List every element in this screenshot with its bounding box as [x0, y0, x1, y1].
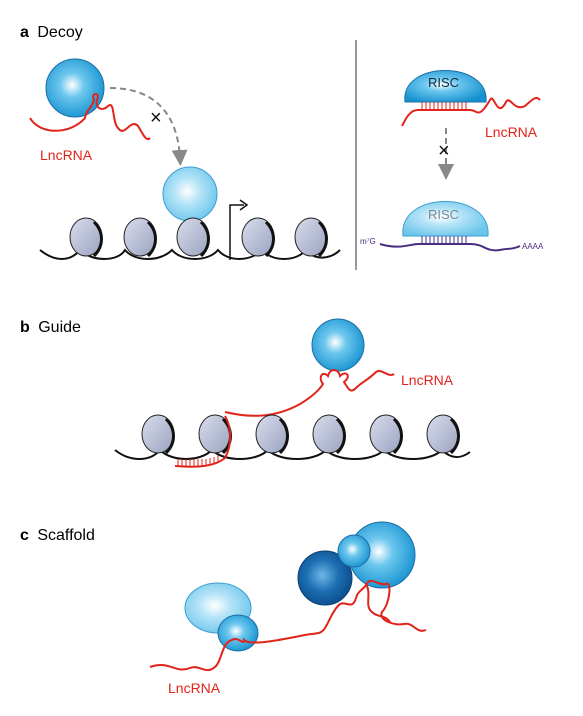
nucleosome-wrap: [164, 417, 175, 455]
scaffold-protein-right-dark: [297, 550, 353, 606]
scaffold-lncrna-label: LncRNA: [168, 680, 221, 696]
panel-a: a Decoy LncRNA ×: [20, 24, 544, 270]
panel-a-heading: a Decoy: [20, 24, 83, 41]
guide-lncrna-dna-pairing: [174, 415, 232, 468]
nucleosome-wrap: [317, 220, 328, 258]
nucleosome-wrap: [392, 417, 403, 455]
free-protein: [162, 166, 218, 222]
risc-lncrna-strand: [401, 96, 541, 127]
risc-bound-to-mrna: [402, 201, 489, 237]
panel-b-letter: b: [20, 319, 30, 336]
panel-b-title: Guide: [38, 319, 81, 336]
blocked-binding-arrow: [109, 87, 188, 166]
tss-arrowhead-icon: [239, 199, 249, 211]
dna-strand-b: [114, 448, 471, 460]
panel-c-heading: c Scaffold: [20, 527, 95, 544]
nucleosome-wrap: [92, 220, 103, 258]
nucleosome-wrap: [449, 417, 460, 455]
nucleosome-row-b: [141, 414, 460, 455]
scaffold-lncrna-branch: [365, 583, 391, 623]
mrna-strand: [379, 243, 521, 252]
guide-base-pairs: [177, 455, 219, 466]
risc-top-base-pairs: [421, 102, 467, 109]
panel-c-letter: c: [20, 527, 29, 544]
guide-lncrna-label: LncRNA: [401, 372, 454, 388]
mrna-polya-label: AAAA: [522, 242, 544, 251]
scaffold-lncrna-strand: [149, 579, 427, 671]
guided-protein: [311, 318, 365, 372]
risc-label-bottom: RISC: [428, 207, 459, 222]
decoy-lncrna-label: LncRNA: [40, 147, 93, 163]
nucleosome-wrap: [335, 417, 346, 455]
panel-b: b Guide LncRNA: [20, 318, 471, 468]
panel-a-letter: a: [20, 24, 29, 41]
nucleosome-row-a: [69, 217, 328, 258]
panel-c: c Scaffold LncRNA: [20, 521, 427, 696]
panel-a-title: Decoy: [37, 24, 82, 41]
nucleosome-wrap: [199, 220, 210, 258]
transcription-start-site-arrow: [229, 204, 244, 260]
protein-bound-to-lncrna: [45, 58, 105, 118]
guide-lncrna-strand: [224, 369, 395, 417]
scaffold-protein-right-small: [337, 534, 371, 568]
decoy-lncrna-strand: [29, 93, 151, 140]
mrna-cap-label: m⁷G: [360, 237, 376, 246]
risc-bound-to-lncrna: [404, 70, 487, 103]
nucleosome-wrap: [278, 417, 289, 455]
panel-c-title: Scaffold: [37, 527, 95, 544]
block-mark: ×: [150, 107, 162, 129]
risc-bottom-base-pairs: [421, 236, 467, 243]
block-mark-risc: ×: [438, 140, 450, 162]
panel-b-heading: b Guide: [20, 319, 81, 336]
risc-lncrna-label: LncRNA: [485, 124, 538, 140]
nucleosome-wrap: [146, 220, 157, 258]
nucleosome-wrap: [264, 220, 275, 258]
risc-label-top: RISC: [428, 75, 459, 90]
